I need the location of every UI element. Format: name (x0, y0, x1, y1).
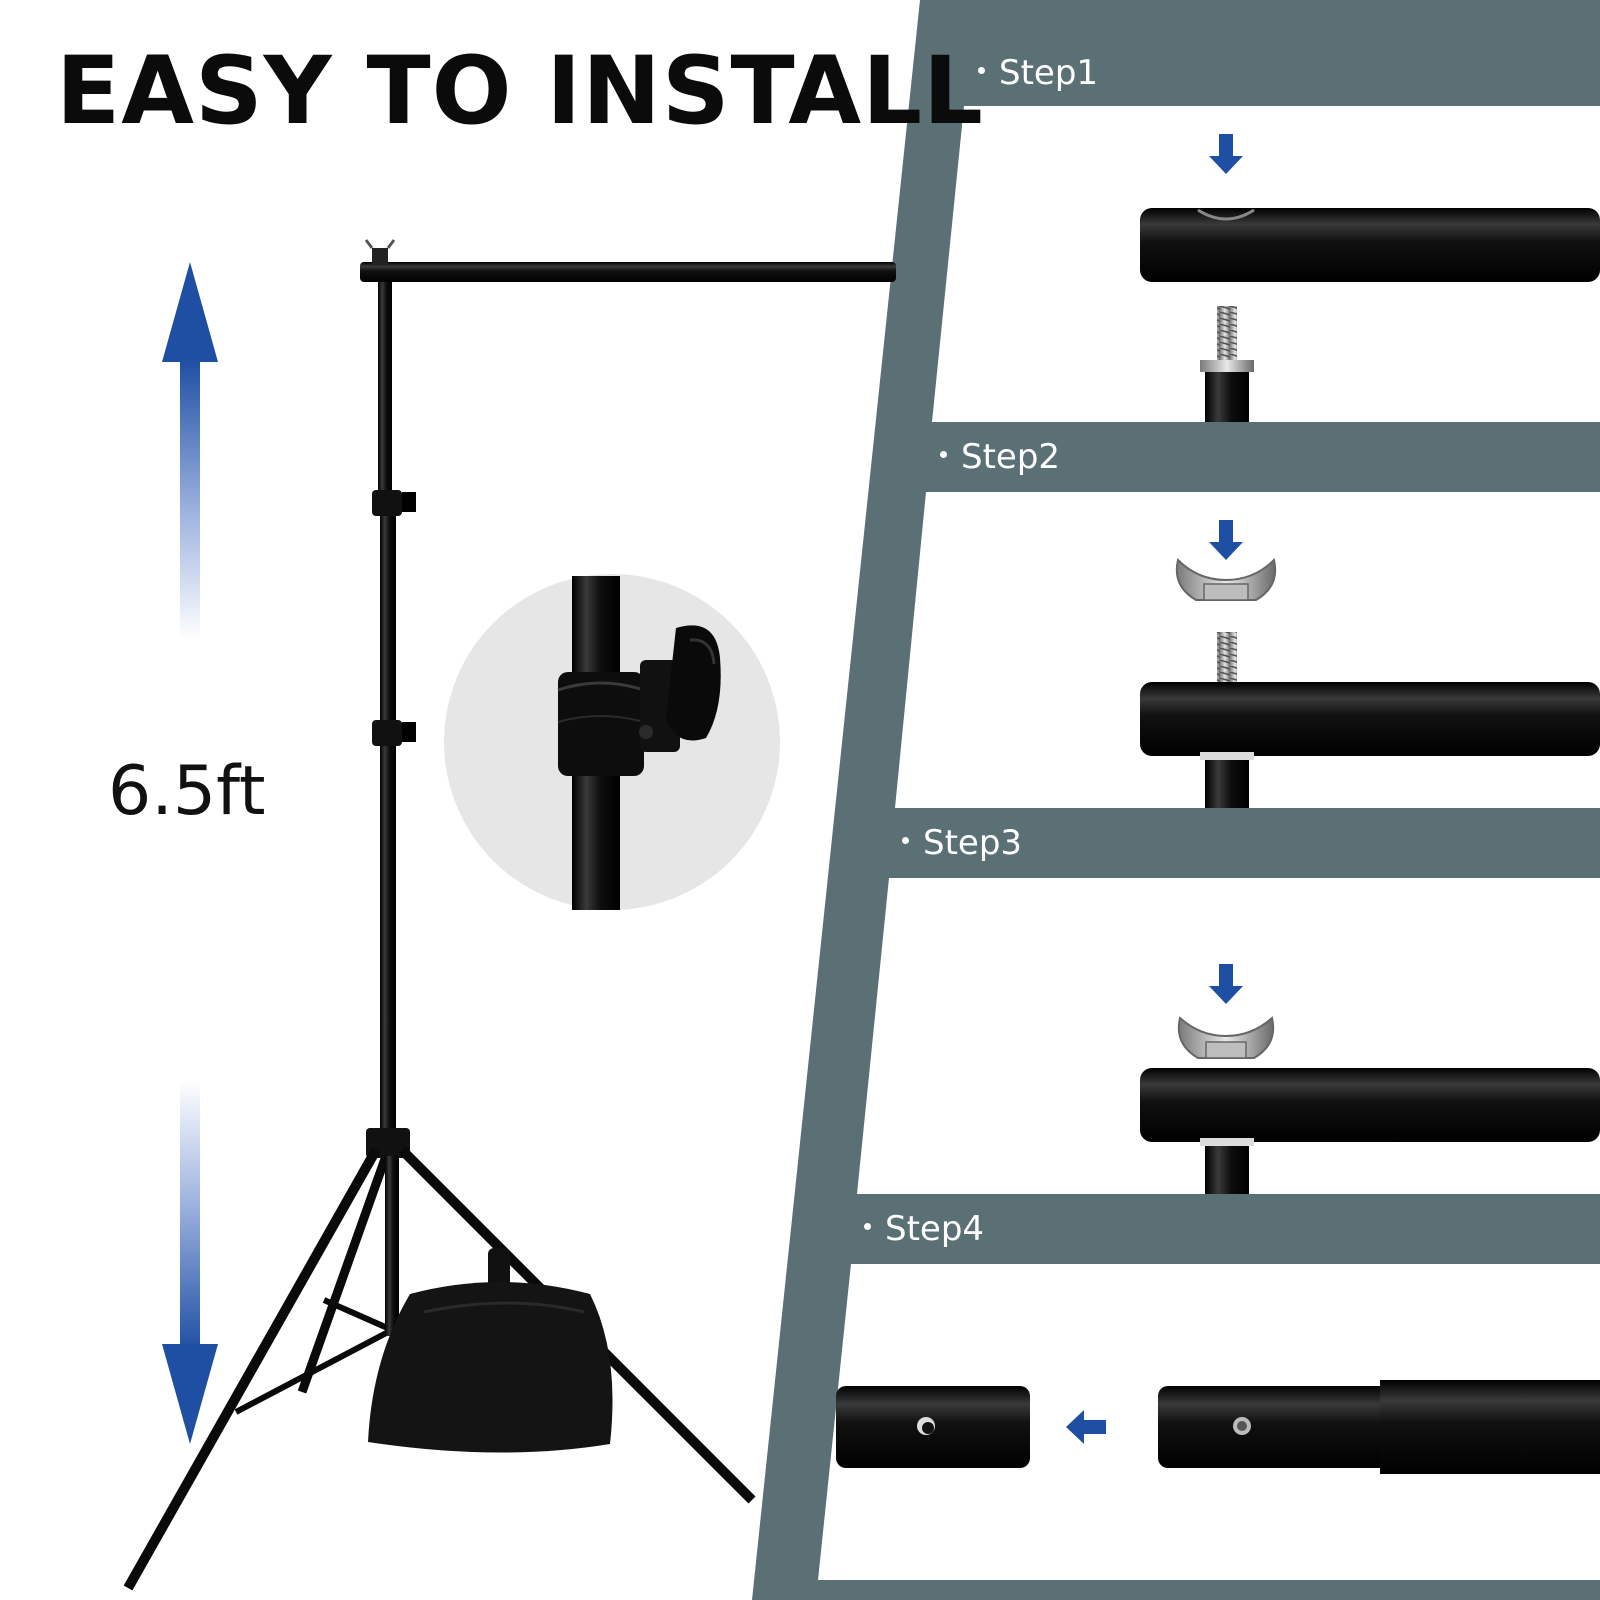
wing-nut-icon (1177, 1016, 1275, 1059)
page-title: EASY TO INSTALL (56, 37, 984, 146)
step3-label: Step3 (902, 826, 1022, 860)
step1-label: Step1 (978, 56, 1098, 90)
blue-arrow-icon (1066, 1410, 1106, 1444)
sandbag (368, 1248, 613, 1453)
height-arrow-down-icon (162, 1080, 218, 1444)
step3-illustration (1140, 964, 1600, 1194)
step4-label: Step4 (864, 1212, 984, 1246)
height-arrow-up-icon (162, 262, 218, 640)
blue-arrow-icon (1209, 964, 1243, 1004)
step2-illustration (1140, 520, 1600, 808)
step2-label: Step2 (940, 440, 1060, 474)
blue-arrow-icon (1209, 520, 1243, 560)
bullet-icon (864, 1223, 871, 1230)
bullet-icon (902, 837, 909, 844)
step4-illustration (836, 1380, 1600, 1474)
bullet-icon (940, 451, 947, 458)
clamp-detail-callout (444, 574, 780, 910)
blue-arrow-icon (1209, 134, 1243, 174)
step1-illustration (1140, 134, 1600, 422)
height-label: 6.5ft (108, 752, 266, 831)
wing-nut-icon (1175, 558, 1277, 601)
bullet-icon (978, 67, 985, 74)
